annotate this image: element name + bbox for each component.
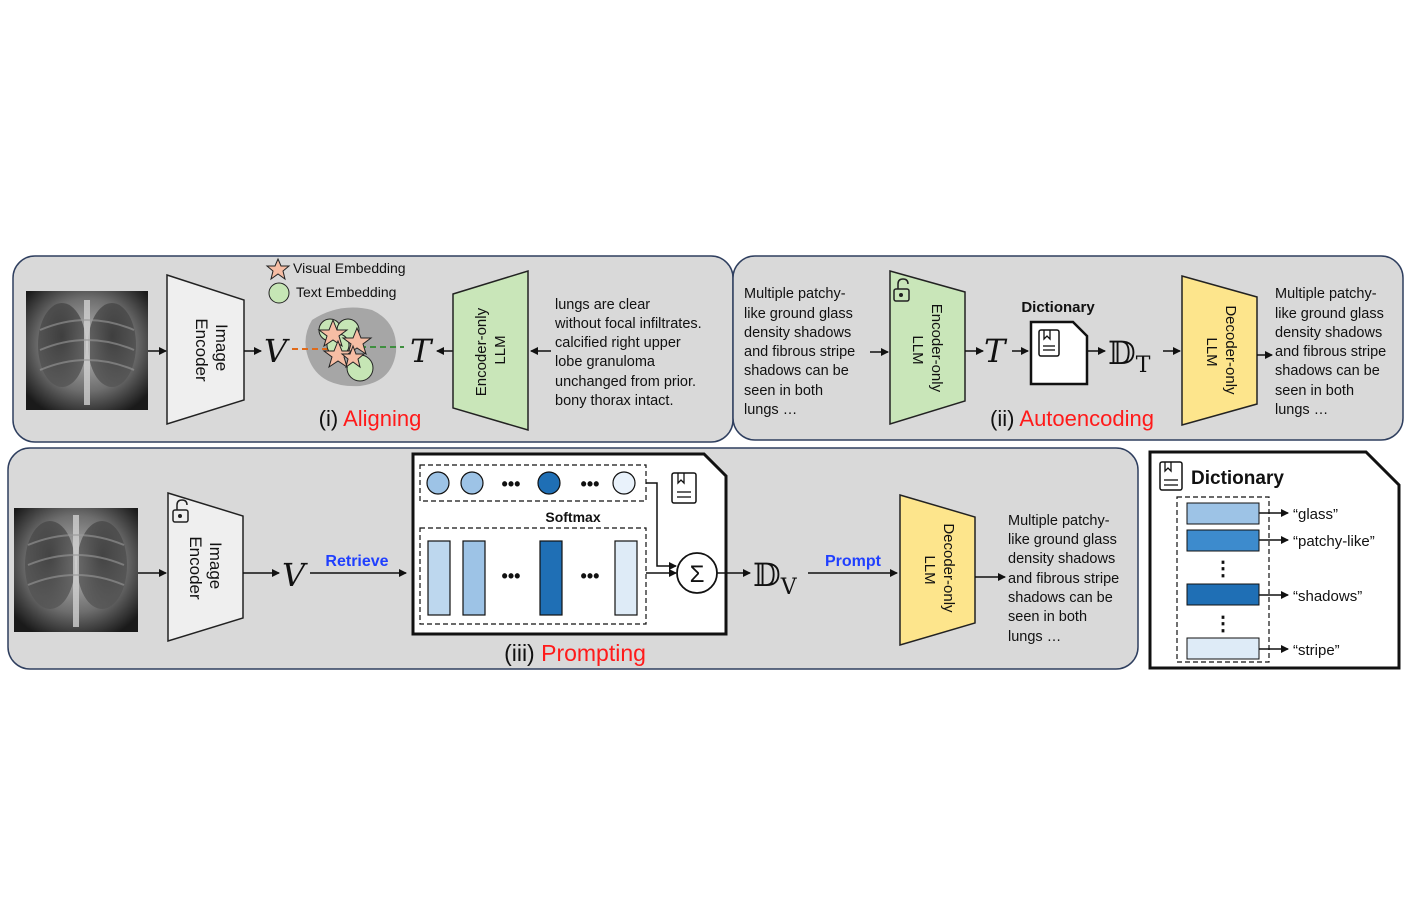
lock-icon-prompting xyxy=(172,499,189,523)
symbol-dv: 𝔻V xyxy=(753,556,798,600)
legend-visual-embedding: Visual Embedding xyxy=(293,260,406,276)
decoder-only-llm-prompting xyxy=(899,493,976,647)
legend-entry-glass: “glass” xyxy=(1293,506,1338,523)
legend-entry-patchy-like: “patchy-like” xyxy=(1293,533,1375,550)
report-text-aligning: lungs are clear without focal infiltrate… xyxy=(554,297,706,409)
svg-text:Decoder-only LLM: Decoder-only LLM xyxy=(1203,305,1239,398)
book-icon-prompting xyxy=(671,472,697,504)
dictionary-bar xyxy=(614,540,638,616)
panel-aligning: Image Encoder V Visual Embedding Text Em… xyxy=(12,255,734,443)
xray-image-aligning xyxy=(26,291,148,410)
dictionary-legend: Dictionary “glass” “patchy-like” ⋮ “shad… xyxy=(1148,450,1401,670)
svg-text:Image Encoder: Image Encoder xyxy=(192,318,231,382)
panel-prompting-title: (iii) Prompting xyxy=(504,640,646,666)
svg-text:Encoder-only LLM: Encoder-only LLM xyxy=(473,304,509,397)
lock-icon xyxy=(893,278,910,302)
svg-text:Image Encoder: Image Encoder xyxy=(186,536,225,600)
dots: ••• xyxy=(502,474,521,494)
encoder-llm-aligning-line2: LLM xyxy=(492,335,509,364)
weight-circle xyxy=(537,471,561,495)
dictionary-entries-row xyxy=(419,527,647,625)
legend-vdots: ⋮ xyxy=(1213,613,1233,635)
dictionary-bar xyxy=(427,540,451,616)
panel-autoencoding-title: (ii) Autoencoding xyxy=(990,406,1154,431)
legend-text-embedding: Text Embedding xyxy=(296,284,396,300)
legend-entry-bar xyxy=(1186,637,1260,660)
svg-text:Decoder-only LLM: Decoder-only LLM xyxy=(921,523,957,616)
panel-aligning-title: (i) Aligning xyxy=(319,406,422,431)
dictionary-block xyxy=(411,452,728,636)
weight-circle xyxy=(612,471,636,495)
sum-symbol: Σ xyxy=(690,561,705,588)
legend-vdots: ⋮ xyxy=(1213,558,1233,580)
decoder-llm-prompting-line1: Decoder-only xyxy=(940,523,957,613)
weight-circle xyxy=(460,471,484,495)
symbol-v-prompting: V xyxy=(282,556,308,594)
encoder-only-llm-aligning xyxy=(452,269,529,432)
encoder-only-llm-autoencoding xyxy=(889,270,966,426)
output-text-prompting: Multiple patchy- like ground glass densi… xyxy=(1008,513,1123,645)
dots: ••• xyxy=(502,566,521,586)
legend-entry-stripe: “stripe” xyxy=(1293,642,1340,659)
prompt-label: Prompt xyxy=(825,553,882,570)
dictionary-bar xyxy=(539,540,563,616)
softmax-label: Softmax xyxy=(545,509,600,525)
legend-entry-bar xyxy=(1186,502,1260,525)
weight-circle xyxy=(426,471,450,495)
star-legend-icon xyxy=(265,257,291,281)
decoder-llm-autoencoding-line1: Decoder-only xyxy=(1222,305,1239,395)
panel-prompting: Image Encoder V Retrieve ••• ••• Softmax… xyxy=(7,447,1139,670)
legend-entry-shadows: “shadows” xyxy=(1293,588,1362,605)
encoder-llm-autoencoding-line1: Encoder-only xyxy=(928,304,945,393)
decoder-only-llm-autoencoding xyxy=(1181,275,1258,426)
dictionary-bar xyxy=(462,540,486,616)
symbol-t-aligning: T xyxy=(410,332,434,370)
symbol-v-aligning: V xyxy=(264,332,290,370)
image-encoder-aligning-line2: Encoder xyxy=(192,318,211,382)
dictionary-legend-title: Dictionary xyxy=(1191,468,1284,489)
legend-entry-bar xyxy=(1186,583,1260,606)
circle-legend-icon xyxy=(268,282,290,304)
image-encoder-prompting-line1: Image xyxy=(206,542,225,589)
dots: ••• xyxy=(581,566,600,586)
decoder-llm-autoencoding-line2: LLM xyxy=(1203,337,1220,366)
symbol-t-autoencoding: T xyxy=(984,332,1008,370)
svg-text:Encoder-only LLM: Encoder-only LLM xyxy=(909,304,945,397)
image-encoder-aligning xyxy=(166,273,245,426)
xray-image-prompting xyxy=(14,508,138,632)
output-text-autoencoding: Multiple patchy- like ground glass densi… xyxy=(1275,286,1390,418)
input-text-autoencoding: Multiple patchy- like ground glass densi… xyxy=(744,286,859,418)
book-icon xyxy=(1038,329,1060,357)
dictionary-label-autoencoding: Dictionary xyxy=(1021,299,1095,316)
embedding-space xyxy=(292,307,404,387)
legend-entry-bar xyxy=(1186,529,1260,552)
decoder-llm-prompting-line2: LLM xyxy=(921,555,938,584)
panel-autoencoding: Multiple patchy- like ground glass densi… xyxy=(732,255,1404,441)
book-icon-legend xyxy=(1159,461,1183,491)
dots: ••• xyxy=(581,474,600,494)
image-encoder-aligning-line1: Image xyxy=(212,324,231,371)
image-encoder-prompting xyxy=(167,491,244,643)
symbol-dt: 𝔻T xyxy=(1108,334,1151,378)
encoder-llm-autoencoding-line2: LLM xyxy=(909,335,926,364)
image-encoder-prompting-line2: Encoder xyxy=(186,536,205,600)
retrieve-label: Retrieve xyxy=(325,553,388,570)
encoder-llm-aligning-line1: Encoder-only xyxy=(473,307,490,396)
